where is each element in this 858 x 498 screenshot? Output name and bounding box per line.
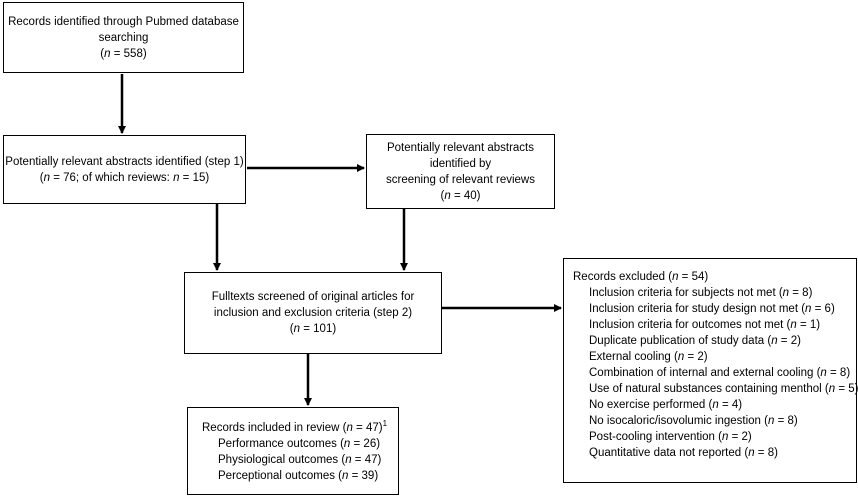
reviews-abstracts-box: Potentially relevant abstracts identifie… xyxy=(366,134,555,209)
excluded-title: Records excluded (n = 54) xyxy=(573,271,709,283)
included-item: Perceptional outcomes (n = 39) xyxy=(218,470,379,482)
excluded-list: Inclusion criteria for subjects not met … xyxy=(573,285,858,461)
excluded-item: Duplicate publication of study data (n =… xyxy=(589,335,801,347)
excluded-item: Inclusion criteria for study design not … xyxy=(589,303,835,315)
records-included-box: Records included in review (n = 47)1 Per… xyxy=(187,407,399,495)
excluded-item: Inclusion criteria for subjects not met … xyxy=(589,287,813,299)
fulltext-screened-box: Fulltexts screened of original articles … xyxy=(184,272,442,354)
step1-line1: Potentially relevant abstracts identifie… xyxy=(5,155,244,168)
pubmed-records-box: Records identified through Pubmed databa… xyxy=(3,2,244,73)
excluded-item: External cooling (n = 2) xyxy=(589,351,708,363)
included-list: Performance outcomes (n = 26) Physiologic… xyxy=(202,436,398,484)
excluded-item: Quantitative data not reported (n = 8) xyxy=(589,447,778,459)
pubmed-line2: searching xyxy=(98,31,149,44)
fulltext-count: (n = 101) xyxy=(289,323,337,335)
reviews-line2: screening of relevant reviews xyxy=(386,173,535,186)
excluded-item: Post-cooling intervention (n = 2) xyxy=(589,431,752,443)
excluded-item: Inclusion criteria for outcomes not met … xyxy=(589,319,821,331)
records-excluded-box: Records excluded (n = 54) Inclusion crit… xyxy=(563,258,858,483)
fulltext-line2: inclusion and exclusion criteria (step 2… xyxy=(213,307,413,319)
excluded-item: Use of natural substances containing men… xyxy=(589,383,858,395)
included-item: Physiological outcomes (n = 47) xyxy=(218,454,382,466)
excluded-item: Combination of internal and external coo… xyxy=(589,367,851,379)
reviews-count: (n = 40) xyxy=(440,189,481,202)
step1-abstracts-box: Potentially relevant abstracts identifie… xyxy=(3,135,246,204)
excluded-item: No exercise performed (n = 4) xyxy=(589,399,743,411)
pubmed-count: (n = 558) xyxy=(100,47,147,60)
included-item: Performance outcomes (n = 26) xyxy=(218,438,381,450)
excluded-item: No isocaloric/isovolumic ingestion (n = … xyxy=(589,415,798,427)
pubmed-line1: Records identified through Pubmed databa… xyxy=(8,15,239,28)
reviews-line1: Potentially relevant abstracts identifie… xyxy=(386,141,535,170)
included-title: Records included in review (n = 47)1 xyxy=(202,419,388,434)
fulltext-line1: Fulltexts screened of original articles … xyxy=(211,291,415,303)
step1-count: (n = 76; of which reviews: n = 15) xyxy=(39,171,210,184)
